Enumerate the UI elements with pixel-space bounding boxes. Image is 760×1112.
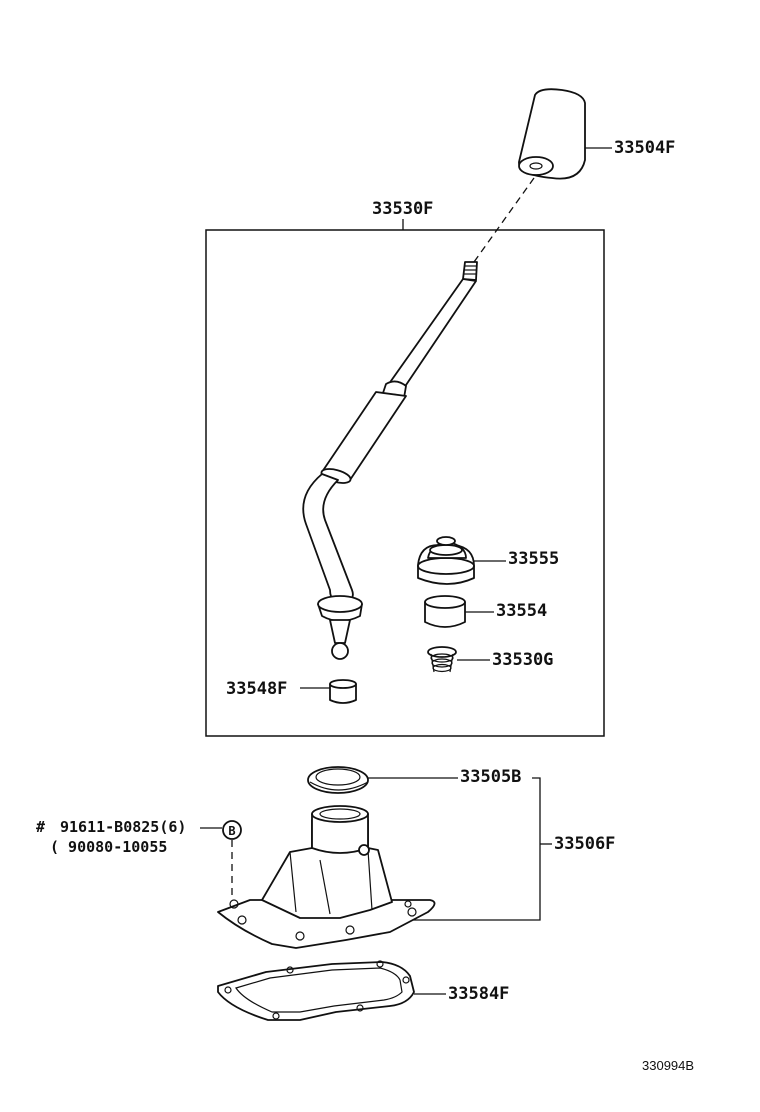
assembly-dash-line [473, 177, 535, 263]
label-lever-seat: 33548F [226, 679, 287, 699]
drawing-id: 330994B [642, 1058, 694, 1073]
label-retainer: 33505B [460, 767, 521, 787]
label-boot: 33555 [508, 549, 559, 569]
lever-assembly-box [205, 229, 605, 737]
shift-lever [302, 261, 478, 660]
bolt-marker: # [36, 818, 45, 836]
housing-bracket [410, 777, 541, 921]
bushing-part [424, 595, 466, 628]
shift-knob [518, 88, 586, 180]
label-housing: 33506F [554, 834, 615, 854]
lever-seat-part [329, 679, 357, 704]
bolt-part-number: 91611-B0825(6) [60, 818, 186, 836]
bolt-alt-part-number: ( 90080-10055 [50, 838, 167, 856]
label-spring: 33530G [492, 650, 553, 670]
label-gasket: 33584F [448, 984, 509, 1004]
gasket-part [217, 960, 415, 1021]
shift-housing [217, 805, 436, 949]
label-bushing: 33554 [496, 601, 547, 621]
callout-b-letter: B [228, 824, 235, 838]
callout-b-circle [222, 820, 242, 840]
label-lever-assembly: 33530F [372, 199, 433, 219]
label-knob: 33504F [614, 138, 675, 158]
retainer-seal-part [307, 766, 369, 794]
spring-part [427, 646, 457, 673]
boot-part [417, 536, 475, 585]
